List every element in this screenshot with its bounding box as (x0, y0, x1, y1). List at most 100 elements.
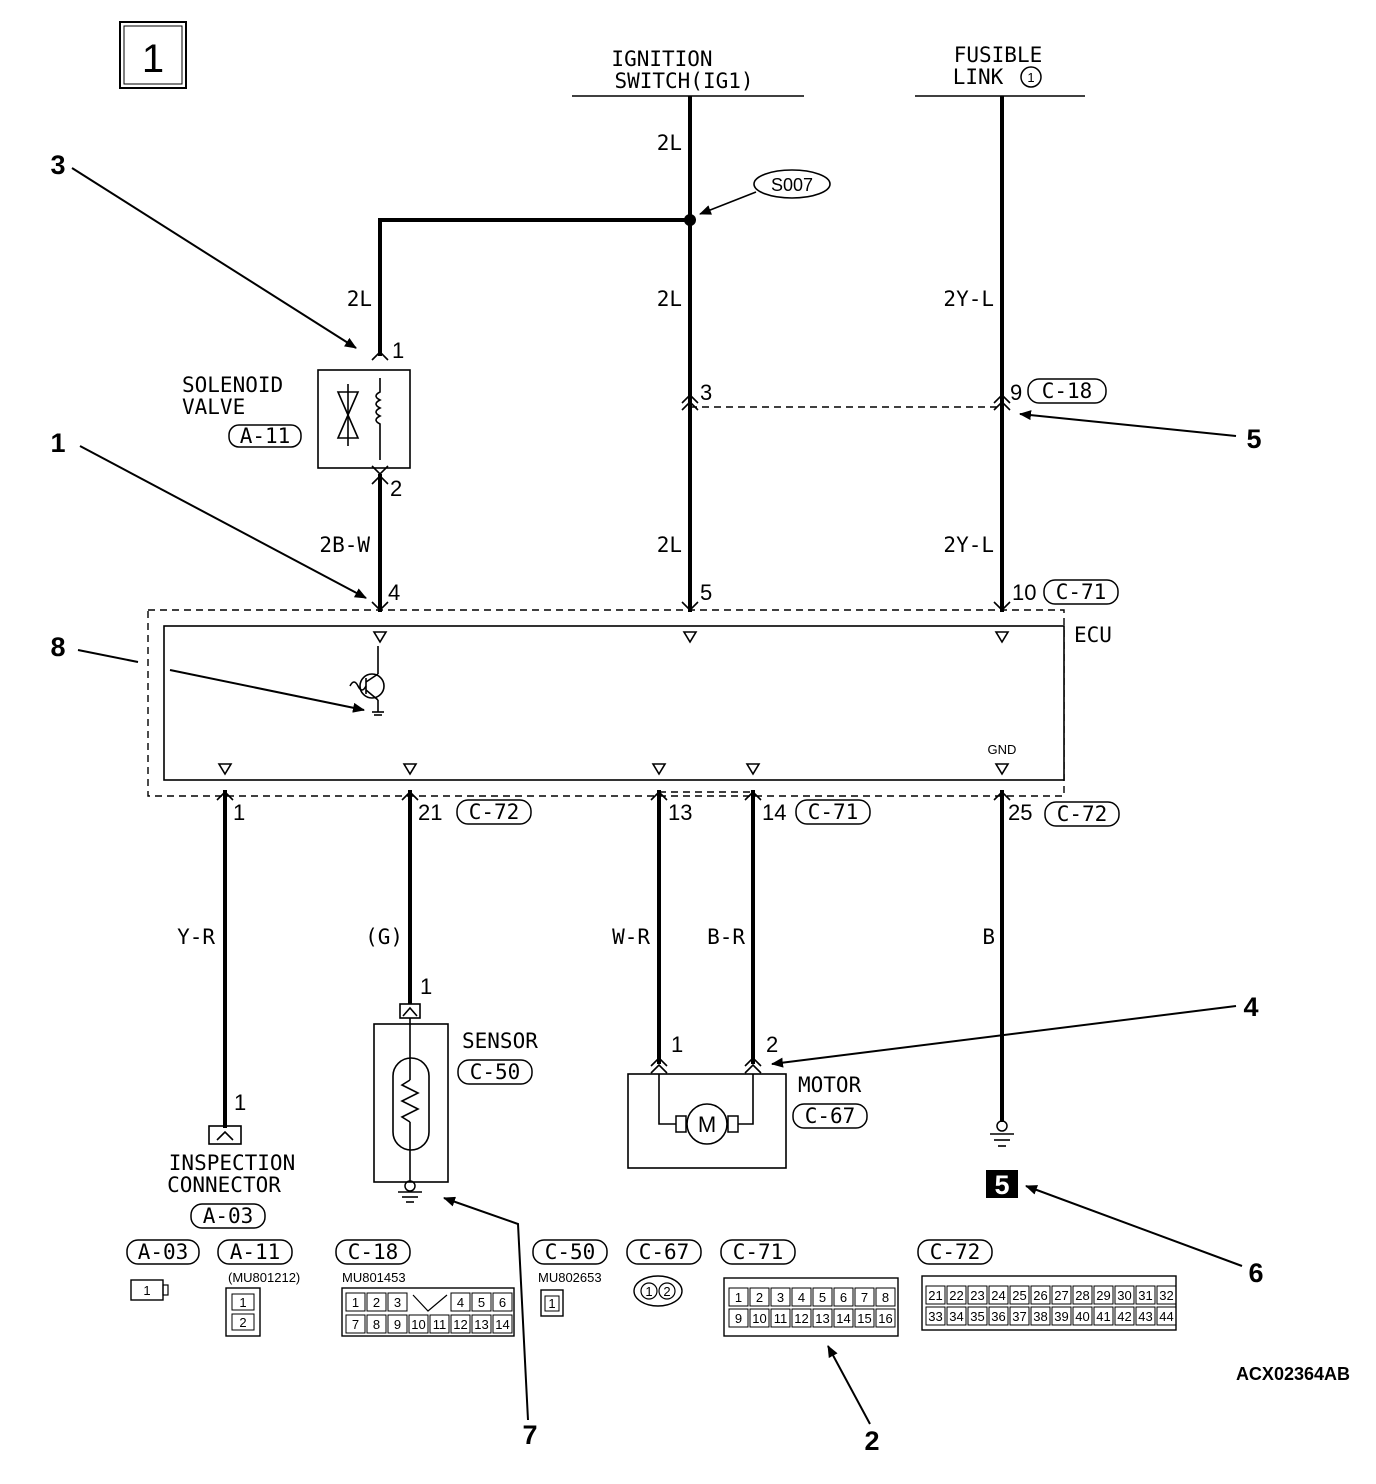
connector-pin: 12 (453, 1317, 467, 1332)
svg-text:ECU: ECU (1074, 623, 1112, 647)
connector-pin: 39 (1054, 1309, 1068, 1324)
connector-pin: 5 (478, 1295, 485, 1310)
connector-pin: 8 (373, 1317, 380, 1332)
svg-text:CONNECTOR: CONNECTOR (167, 1173, 281, 1197)
connector-pin: 27 (1054, 1288, 1068, 1303)
svg-text:GND: GND (988, 742, 1017, 757)
svg-text:1: 1 (239, 1295, 246, 1310)
svg-text:2Y-L: 2Y-L (943, 533, 994, 557)
svg-text:1: 1 (671, 1032, 683, 1057)
connector-pin: 3 (777, 1290, 784, 1305)
svg-text:6: 6 (1248, 1258, 1263, 1288)
svg-text:W-R: W-R (612, 925, 650, 949)
svg-text:C-67: C-67 (639, 1240, 690, 1264)
connector-pin: 21 (928, 1288, 942, 1303)
connector-pin: 9 (735, 1311, 742, 1326)
svg-text:8: 8 (50, 632, 65, 662)
sensor: 1 SENSOR C-50 (373, 974, 538, 1203)
connector-pin: 1 (735, 1290, 742, 1305)
svg-text:A-11: A-11 (240, 424, 291, 448)
svg-text:C-50: C-50 (470, 1060, 521, 1084)
svg-text:7: 7 (522, 1420, 537, 1450)
connector-pin: 31 (1138, 1288, 1152, 1303)
wires (223, 96, 1004, 1128)
svg-text:2: 2 (390, 476, 402, 501)
svg-text:SOLENOID: SOLENOID (182, 373, 283, 397)
connector-pin: 34 (949, 1309, 963, 1324)
svg-text:9: 9 (1010, 380, 1022, 405)
svg-text:VALVE: VALVE (182, 395, 245, 419)
svg-text:5: 5 (1246, 424, 1261, 454)
svg-text:1: 1 (142, 37, 164, 81)
connector-pin: 14 (495, 1317, 509, 1332)
connector-pin: 7 (861, 1290, 868, 1305)
connector-marks: 3 9 C-18 4 5 10 C-71 1 21 C-72 13 14 C-7… (216, 350, 1120, 1074)
connector-pin: 43 (1138, 1309, 1152, 1324)
connector-pin: 6 (499, 1295, 506, 1310)
svg-text:2L: 2L (657, 533, 682, 557)
svg-text:A-11: A-11 (230, 1240, 281, 1264)
connector-pin: 33 (928, 1309, 942, 1324)
svg-text:C-18: C-18 (1042, 379, 1093, 403)
svg-text:C-71: C-71 (1056, 580, 1107, 604)
svg-text:5: 5 (700, 580, 712, 605)
svg-text:C-50: C-50 (545, 1240, 596, 1264)
svg-text:1: 1 (233, 800, 245, 825)
connector-pin: 37 (1012, 1309, 1026, 1324)
connector-pin: 24 (991, 1288, 1005, 1303)
svg-text:C-72: C-72 (1057, 802, 1108, 826)
connector-pin: 4 (798, 1290, 805, 1305)
svg-text:21: 21 (418, 800, 442, 825)
connector-pin: 44 (1159, 1309, 1173, 1324)
connector-pin: 28 (1075, 1288, 1089, 1303)
svg-text:3: 3 (700, 380, 712, 405)
svg-text:10: 10 (1012, 580, 1036, 605)
callouts: 3 1 8 5 4 6 7 2 (50, 150, 1263, 1456)
connector-pin: 10 (411, 1317, 425, 1332)
connector-pin: 8 (882, 1290, 889, 1305)
svg-text:1: 1 (420, 974, 432, 999)
svg-text:2L: 2L (657, 131, 682, 155)
connector-pin: 25 (1012, 1288, 1026, 1303)
wire-color-labels: 2L 2L 2L 2L 2Y-L 2Y-L 2B-W Y-R (G) W-R B… (177, 131, 995, 949)
svg-text:C-72: C-72 (469, 800, 520, 824)
motor-symbol: M (698, 1112, 716, 1137)
svg-text:2L: 2L (347, 287, 372, 311)
svg-text:MOTOR: MOTOR (798, 1073, 862, 1097)
svg-text:2B-W: 2B-W (319, 533, 370, 557)
connector-pin: 1 (352, 1295, 359, 1310)
solenoid-valve: SOLENOID VALVE A-11 1 2 (182, 338, 411, 501)
connector-pin: 13 (815, 1311, 829, 1326)
svg-text:LINK: LINK (953, 65, 1004, 89)
connector-pin: 7 (352, 1317, 359, 1332)
ignition-switch-header: IGNITION SWITCH(IG1) (572, 47, 804, 97)
svg-text:3: 3 (50, 150, 65, 180)
connector-pin: 3 (394, 1295, 401, 1310)
fusible-link-header: FUSIBLE LINK 1 (915, 43, 1085, 97)
svg-text:13: 13 (668, 800, 692, 825)
connector-pin: 36 (991, 1309, 1005, 1324)
svg-text:2: 2 (239, 1315, 246, 1330)
connector-pin: 23 (970, 1288, 984, 1303)
svg-text:2: 2 (663, 1284, 670, 1299)
connector-pin: 6 (840, 1290, 847, 1305)
connector-pin: 4 (457, 1295, 464, 1310)
svg-text:1: 1 (234, 1090, 246, 1115)
connector-pin: 40 (1075, 1309, 1089, 1324)
svg-text:(MU801212): (MU801212) (228, 1270, 300, 1285)
svg-text:C-18: C-18 (348, 1240, 399, 1264)
svg-text:Y-R: Y-R (177, 925, 215, 949)
connector-pin: 35 (970, 1309, 984, 1324)
svg-text:MU801453: MU801453 (342, 1270, 406, 1285)
svg-text:4: 4 (1243, 992, 1258, 1022)
svg-text:SENSOR: SENSOR (462, 1029, 538, 1053)
ground-point: 5 (986, 1120, 1018, 1200)
svg-text:B-R: B-R (707, 925, 745, 949)
svg-text:25: 25 (1008, 800, 1032, 825)
svg-text:B: B (982, 925, 995, 949)
svg-text:(G): (G) (365, 925, 403, 949)
legend-c50: C-50 MU802653 1 (532, 1239, 608, 1317)
